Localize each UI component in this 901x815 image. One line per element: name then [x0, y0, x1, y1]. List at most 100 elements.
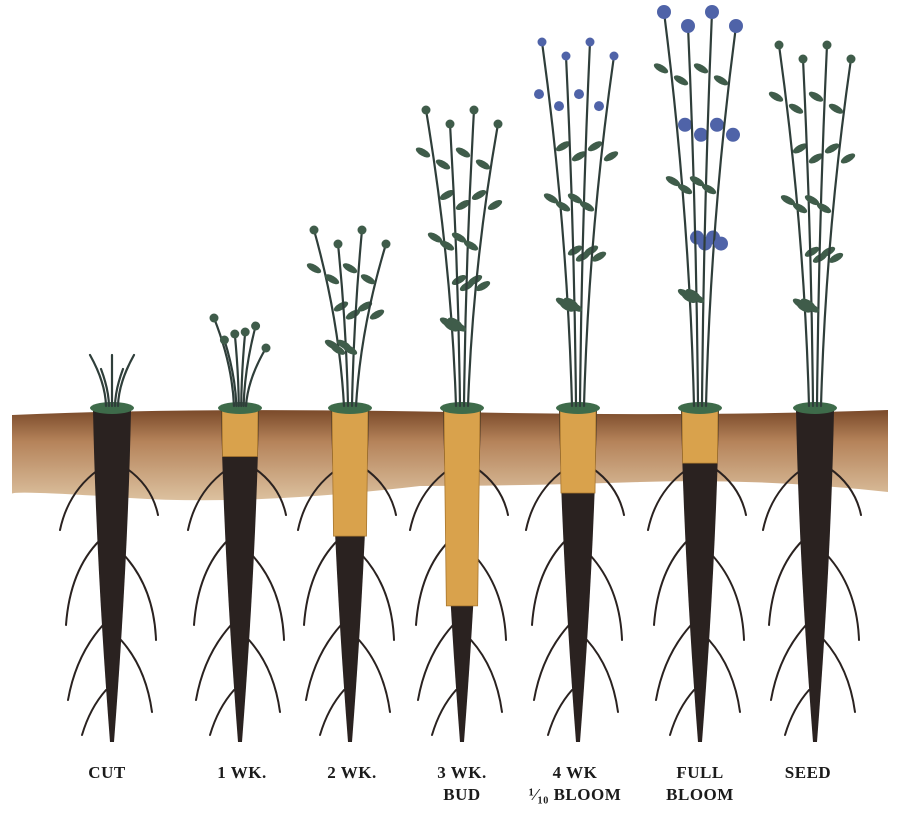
stage-2-crown — [218, 402, 262, 414]
stage-3-lateral-root — [320, 690, 344, 735]
stage-7-lateral-root — [824, 640, 855, 712]
stage-4-label: 3 WK.BUD — [397, 762, 527, 806]
stage-2-lateral-root — [194, 540, 228, 625]
stage-7-lateral-root — [769, 540, 803, 625]
stage-4-label-line1: 3 WK. — [397, 762, 527, 784]
stage-7-bud — [823, 41, 832, 50]
stage-6-flower — [657, 5, 671, 19]
stage-6-lateral-root — [709, 640, 740, 712]
stage-1-lateral-root — [121, 640, 152, 712]
stage-4-bud — [470, 106, 479, 115]
stage-4-leaf — [474, 157, 491, 171]
stage-1-lateral-root — [66, 540, 100, 625]
stage-5-flower — [574, 89, 584, 99]
stage-7-lateral-root — [771, 625, 806, 700]
stage-4-depleted-reserve — [444, 410, 480, 606]
stage-3-leaf — [305, 261, 322, 275]
stage-7-leaf — [787, 102, 804, 116]
stage-1-lateral-root — [82, 690, 106, 735]
stage-5-depleted-reserve — [560, 410, 596, 493]
stage-4-bud — [446, 120, 455, 129]
stage-5-lateral-root — [532, 540, 566, 625]
stage-3-depleted-reserve — [332, 410, 368, 536]
stage-5-leaf — [602, 149, 619, 163]
stage-5-flower — [554, 101, 564, 111]
stage-5-flower — [594, 101, 604, 111]
stage-3-stem — [356, 244, 386, 406]
stage-3-crown — [328, 402, 372, 414]
stage-4-bud — [494, 120, 503, 129]
stage-2-bud — [262, 344, 271, 353]
stage-4-label-line2: BUD — [397, 784, 527, 806]
stage-6-leaf — [712, 73, 729, 87]
stage-3-lateral-root — [306, 625, 341, 700]
stage-7-leaf — [807, 90, 824, 104]
stage-6-label-line2: BLOOM — [635, 784, 765, 806]
stage-6-plant — [648, 5, 746, 742]
stage-1-lateral-root — [68, 625, 103, 700]
stage-3-leaf — [341, 261, 358, 275]
stage-5-flower — [610, 52, 619, 61]
stage-6-lateral-root — [670, 690, 694, 735]
stage-2-taproot — [221, 410, 259, 742]
stage-5-label: 4 WK¹⁄₁₀ BLOOM — [510, 762, 640, 806]
stage-6-flower — [726, 128, 740, 142]
stage-7-label-line1: SEED — [743, 762, 873, 784]
stage-4-leaf — [454, 145, 471, 159]
stage-5-crown — [556, 402, 600, 414]
stage-2-lateral-root — [252, 555, 284, 640]
stage-3-leaf — [332, 299, 349, 313]
stage-6-lateral-root — [654, 540, 688, 625]
stage-5-flower — [538, 38, 547, 47]
stage-4-leaf — [486, 198, 503, 212]
stage-5-label-line2: ¹⁄₁₀ BLOOM — [510, 784, 640, 806]
stage-5-label-line1: 4 WK — [510, 762, 640, 784]
stage-6-depleted-reserve — [682, 410, 718, 463]
stage-3-bud — [358, 226, 367, 235]
stage-4-lateral-root — [416, 540, 450, 625]
stage-7-taproot — [796, 410, 834, 742]
stage-5-lateral-root — [534, 625, 569, 700]
stage-4-lateral-root — [474, 555, 506, 640]
stage-3-bud — [382, 240, 391, 249]
stage-2-depleted-reserve — [222, 410, 258, 456]
stage-1-stem — [118, 355, 134, 406]
stage-7-crown — [793, 402, 837, 414]
stage-1-lateral-root — [124, 555, 156, 640]
stage-1-taproot — [93, 410, 131, 742]
stage-3-lateral-root — [304, 540, 338, 625]
stage-7-bud — [799, 55, 808, 64]
stage-4-leaf — [414, 145, 431, 159]
stage-2-bud — [210, 314, 219, 323]
stage-7-leaf — [827, 102, 844, 116]
stage-6-flower — [694, 128, 708, 142]
stage-7-lateral-root — [785, 690, 809, 735]
stage-3-lateral-root — [362, 555, 394, 640]
stage-5-flower — [562, 52, 571, 61]
stage-3-bud — [310, 226, 319, 235]
stage-6-lateral-root — [712, 555, 744, 640]
stage-6-flower — [705, 5, 719, 19]
stage-3-bud — [334, 240, 343, 249]
stage-7-bud — [847, 55, 856, 64]
stage-6-flower — [714, 237, 728, 251]
stage-2-lateral-root — [210, 690, 234, 735]
plants-group — [60, 5, 861, 742]
stage-6-flower — [729, 19, 743, 33]
stage-5-flower — [586, 38, 595, 47]
stage-5-lateral-root — [548, 690, 572, 735]
stage-4-bud — [422, 106, 431, 115]
stage-7-leaf — [839, 151, 856, 165]
stage-5-flower — [534, 89, 544, 99]
stage-6-leaf — [652, 61, 669, 75]
stage-4-lateral-root — [432, 690, 456, 735]
stage-6-leaf — [692, 61, 709, 75]
stage-4-lateral-root — [471, 640, 502, 712]
stage-4-crown — [440, 402, 484, 414]
stage-3-leaf — [368, 308, 385, 322]
stage-6-flower — [678, 118, 692, 132]
stage-6-flower — [681, 19, 695, 33]
stage-4-leaf — [434, 157, 451, 171]
stage-3-lateral-root — [359, 640, 390, 712]
